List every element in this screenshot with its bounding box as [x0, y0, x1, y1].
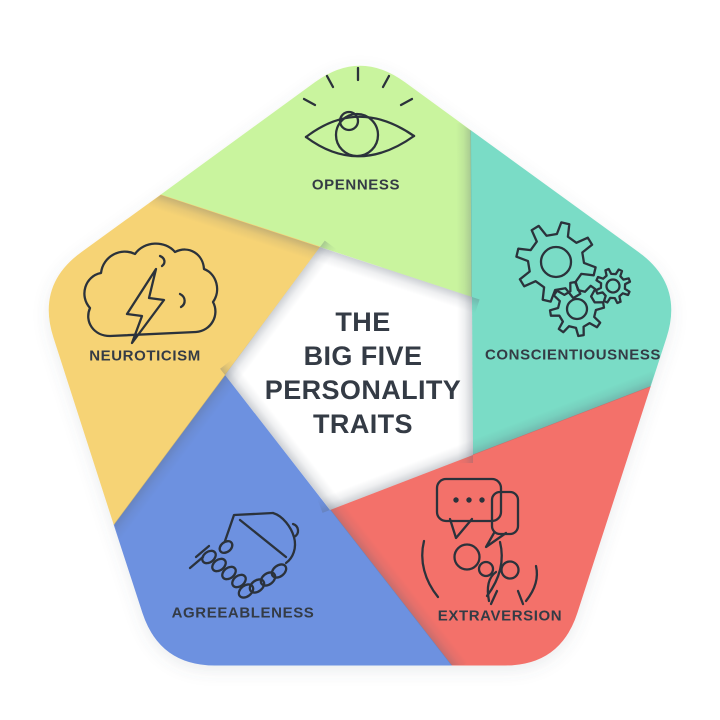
speech-people-icon [421, 477, 538, 606]
label-neuroticism: NEUROTICISM [89, 347, 201, 365]
title-line: THE [335, 307, 391, 337]
segment-shadows [109, 123, 658, 665]
handshake-icon [188, 511, 300, 599]
label-extraversion: EXTRAVERSION [437, 607, 563, 625]
segment-conscientiousness [470, 130, 672, 456]
label-conscientiousness: CONSCIENTIOUSNESS [484, 346, 662, 364]
title-line: TRAITS [313, 409, 413, 439]
segment-neuroticism [48, 194, 321, 526]
segment-shadow [455, 123, 474, 464]
segment-shadow [109, 240, 337, 540]
storm-cloud-icon [83, 242, 219, 345]
label-openness: OPENNESS [311, 176, 401, 194]
segment-shadow [220, 359, 468, 665]
gears-icon [515, 221, 632, 338]
label-agreeableness: AGREEABLENESS [171, 604, 315, 622]
segment-shadow [148, 192, 480, 314]
eye-icon [302, 66, 416, 158]
title-line: BIG FIVE [303, 341, 423, 371]
diagram-title: THE BIG FIVE PERSONALITY TRAITS [265, 305, 461, 441]
title-line: PERSONALITY [264, 375, 462, 405]
segment-shadow [317, 370, 658, 513]
